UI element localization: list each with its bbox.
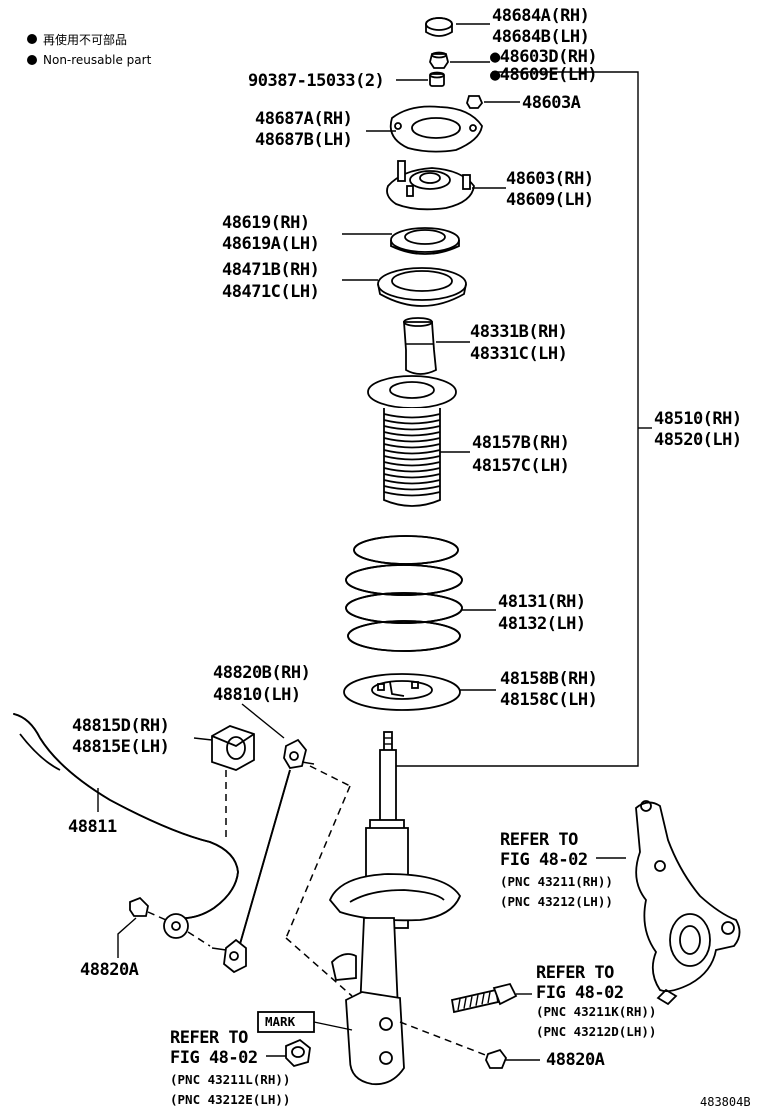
legend: 再使用不可部品 Non-reusable part	[27, 32, 152, 67]
label-48810: 48810(LH)	[213, 685, 301, 705]
part-bushing-90387[interactable]	[429, 71, 445, 87]
part-nut-48820a-left[interactable]	[129, 896, 149, 917]
label-48684a: 48684A(RH)	[492, 6, 589, 26]
boot-rib	[383, 437, 441, 443]
label-48157b: 48157B(RH)	[472, 433, 569, 453]
label-48132: 48132(LH)	[498, 614, 586, 634]
refer-bolt-line1: REFER TO	[536, 963, 614, 983]
label-48609e: ●48609E(LH)	[490, 65, 597, 85]
boot-rib	[383, 461, 441, 467]
label-48603d: ●48603D(RH)	[490, 47, 597, 67]
refer-knuckle-line1: REFER TO	[500, 830, 578, 850]
label-48815e: 48815E(LH)	[72, 737, 169, 757]
boot-rib	[383, 413, 441, 419]
refer-knuckle-pnc2: (PNC 43212(LH))	[500, 894, 613, 909]
figure-id: 483804B	[700, 1095, 751, 1109]
part-coil-spring-48131[interactable]	[345, 535, 463, 652]
label-48520: 48520(LH)	[654, 430, 742, 450]
refer-knuckle-pnc1: (PNC 43211(RH))	[500, 874, 613, 889]
refer-nut-pnc1: (PNC 43211L(RH))	[170, 1072, 290, 1087]
label-48603a: 48603A	[522, 93, 581, 113]
legend-cn: 再使用不可部品	[43, 32, 127, 47]
bolt-thread	[475, 994, 479, 1006]
label-48510: 48510(RH)	[654, 409, 742, 429]
part-nut-48820a-bottom[interactable]	[485, 1048, 508, 1069]
refer-bolt-line2: FIG 48-02	[536, 983, 624, 1003]
label-48158b: 48158B(RH)	[500, 669, 597, 689]
label-48815d: 48815D(RH)	[72, 716, 169, 736]
label-48820a-bottom: 48820A	[546, 1050, 605, 1070]
label-48471c: 48471C(LH)	[222, 282, 319, 302]
refer-nut-line2: FIG 48-02	[170, 1048, 258, 1068]
part-plate-48687[interactable]	[389, 105, 483, 153]
bolt-thread	[487, 991, 491, 1004]
part-knuckle-bolt[interactable]	[450, 982, 518, 1014]
label-48687b: 48687B(LH)	[255, 130, 352, 150]
mark-label: MARK	[265, 1014, 296, 1029]
part-nut-48603d[interactable]	[429, 51, 449, 69]
part-lower-insulator-48158[interactable]	[343, 673, 461, 711]
part-dust-boot-48157[interactable]	[367, 375, 457, 507]
label-48471b: 48471B(RH)	[222, 260, 319, 280]
label-48131: 48131(RH)	[498, 592, 586, 612]
legend-en: Non-reusable part	[43, 53, 152, 67]
boot-rib	[383, 425, 441, 431]
non-reusable-bullet-icon	[27, 55, 37, 65]
refer-nut-line1: REFER TO	[170, 1028, 248, 1048]
refer-nut-pnc2: (PNC 43212E(LH))	[170, 1092, 290, 1107]
label-48331b: 48331B(RH)	[470, 322, 567, 342]
boot-rib	[383, 455, 441, 461]
boot-rib	[383, 485, 441, 491]
part-upper-insulator-48471[interactable]	[377, 267, 467, 307]
label-48157c: 48157C(LH)	[472, 456, 569, 476]
refer-knuckle-line2: FIG 48-02	[500, 850, 588, 870]
non-reusable-bullet-icon	[27, 34, 37, 44]
label-48820a-left: 48820A	[80, 960, 139, 980]
part-upper-support-48603[interactable]	[386, 160, 475, 211]
label-48619: 48619(RH)	[222, 213, 310, 233]
label-48811: 48811	[68, 817, 117, 837]
part-nut-48603a[interactable]	[466, 95, 484, 109]
boot-rib	[383, 467, 441, 473]
boot-rib	[383, 443, 441, 449]
label-48820b: 48820B(RH)	[213, 663, 310, 683]
part-knuckle-nut[interactable]	[285, 1038, 311, 1068]
bolt-thread	[457, 998, 461, 1011]
label-48331c: 48331C(LH)	[470, 344, 567, 364]
label-90387: 90387-15033(2)	[248, 71, 384, 91]
label-48619a: 48619A(LH)	[222, 234, 319, 254]
boot-rib	[383, 431, 441, 437]
label-48158c: 48158C(LH)	[500, 690, 597, 710]
part-bushing-48815[interactable]	[211, 725, 255, 771]
part-cap-48684[interactable]	[425, 17, 453, 37]
bolt-thread	[481, 993, 485, 1005]
part-stabilizer-bar-48811[interactable]	[13, 713, 239, 939]
bolt-threads	[457, 991, 491, 1011]
label-48687a: 48687A(RH)	[255, 109, 352, 129]
part-shock-absorber[interactable]	[328, 731, 462, 1086]
part-steering-knuckle[interactable]	[635, 800, 741, 1006]
boot-ribs	[383, 413, 441, 497]
refer-bolt-pnc2: (PNC 43212D(LH))	[536, 1024, 656, 1039]
refer-bolt-pnc1: (PNC 43211K(RH))	[536, 1004, 656, 1019]
bolt-thread	[469, 996, 473, 1008]
label-48684b: 48684B(LH)	[492, 27, 589, 47]
boot-rib	[383, 449, 441, 455]
part-bump-stopper-48331[interactable]	[403, 317, 437, 375]
part-stabilizer-link-48820b[interactable]	[211, 738, 315, 974]
boot-rib	[383, 473, 441, 479]
label-48609: 48609(LH)	[506, 190, 594, 210]
part-bearing-48619[interactable]	[390, 227, 460, 255]
label-48603: 48603(RH)	[506, 169, 594, 189]
boot-rib	[383, 419, 441, 425]
boot-rib	[383, 491, 441, 497]
bolt-thread	[463, 997, 467, 1009]
boot-rib	[383, 479, 441, 485]
